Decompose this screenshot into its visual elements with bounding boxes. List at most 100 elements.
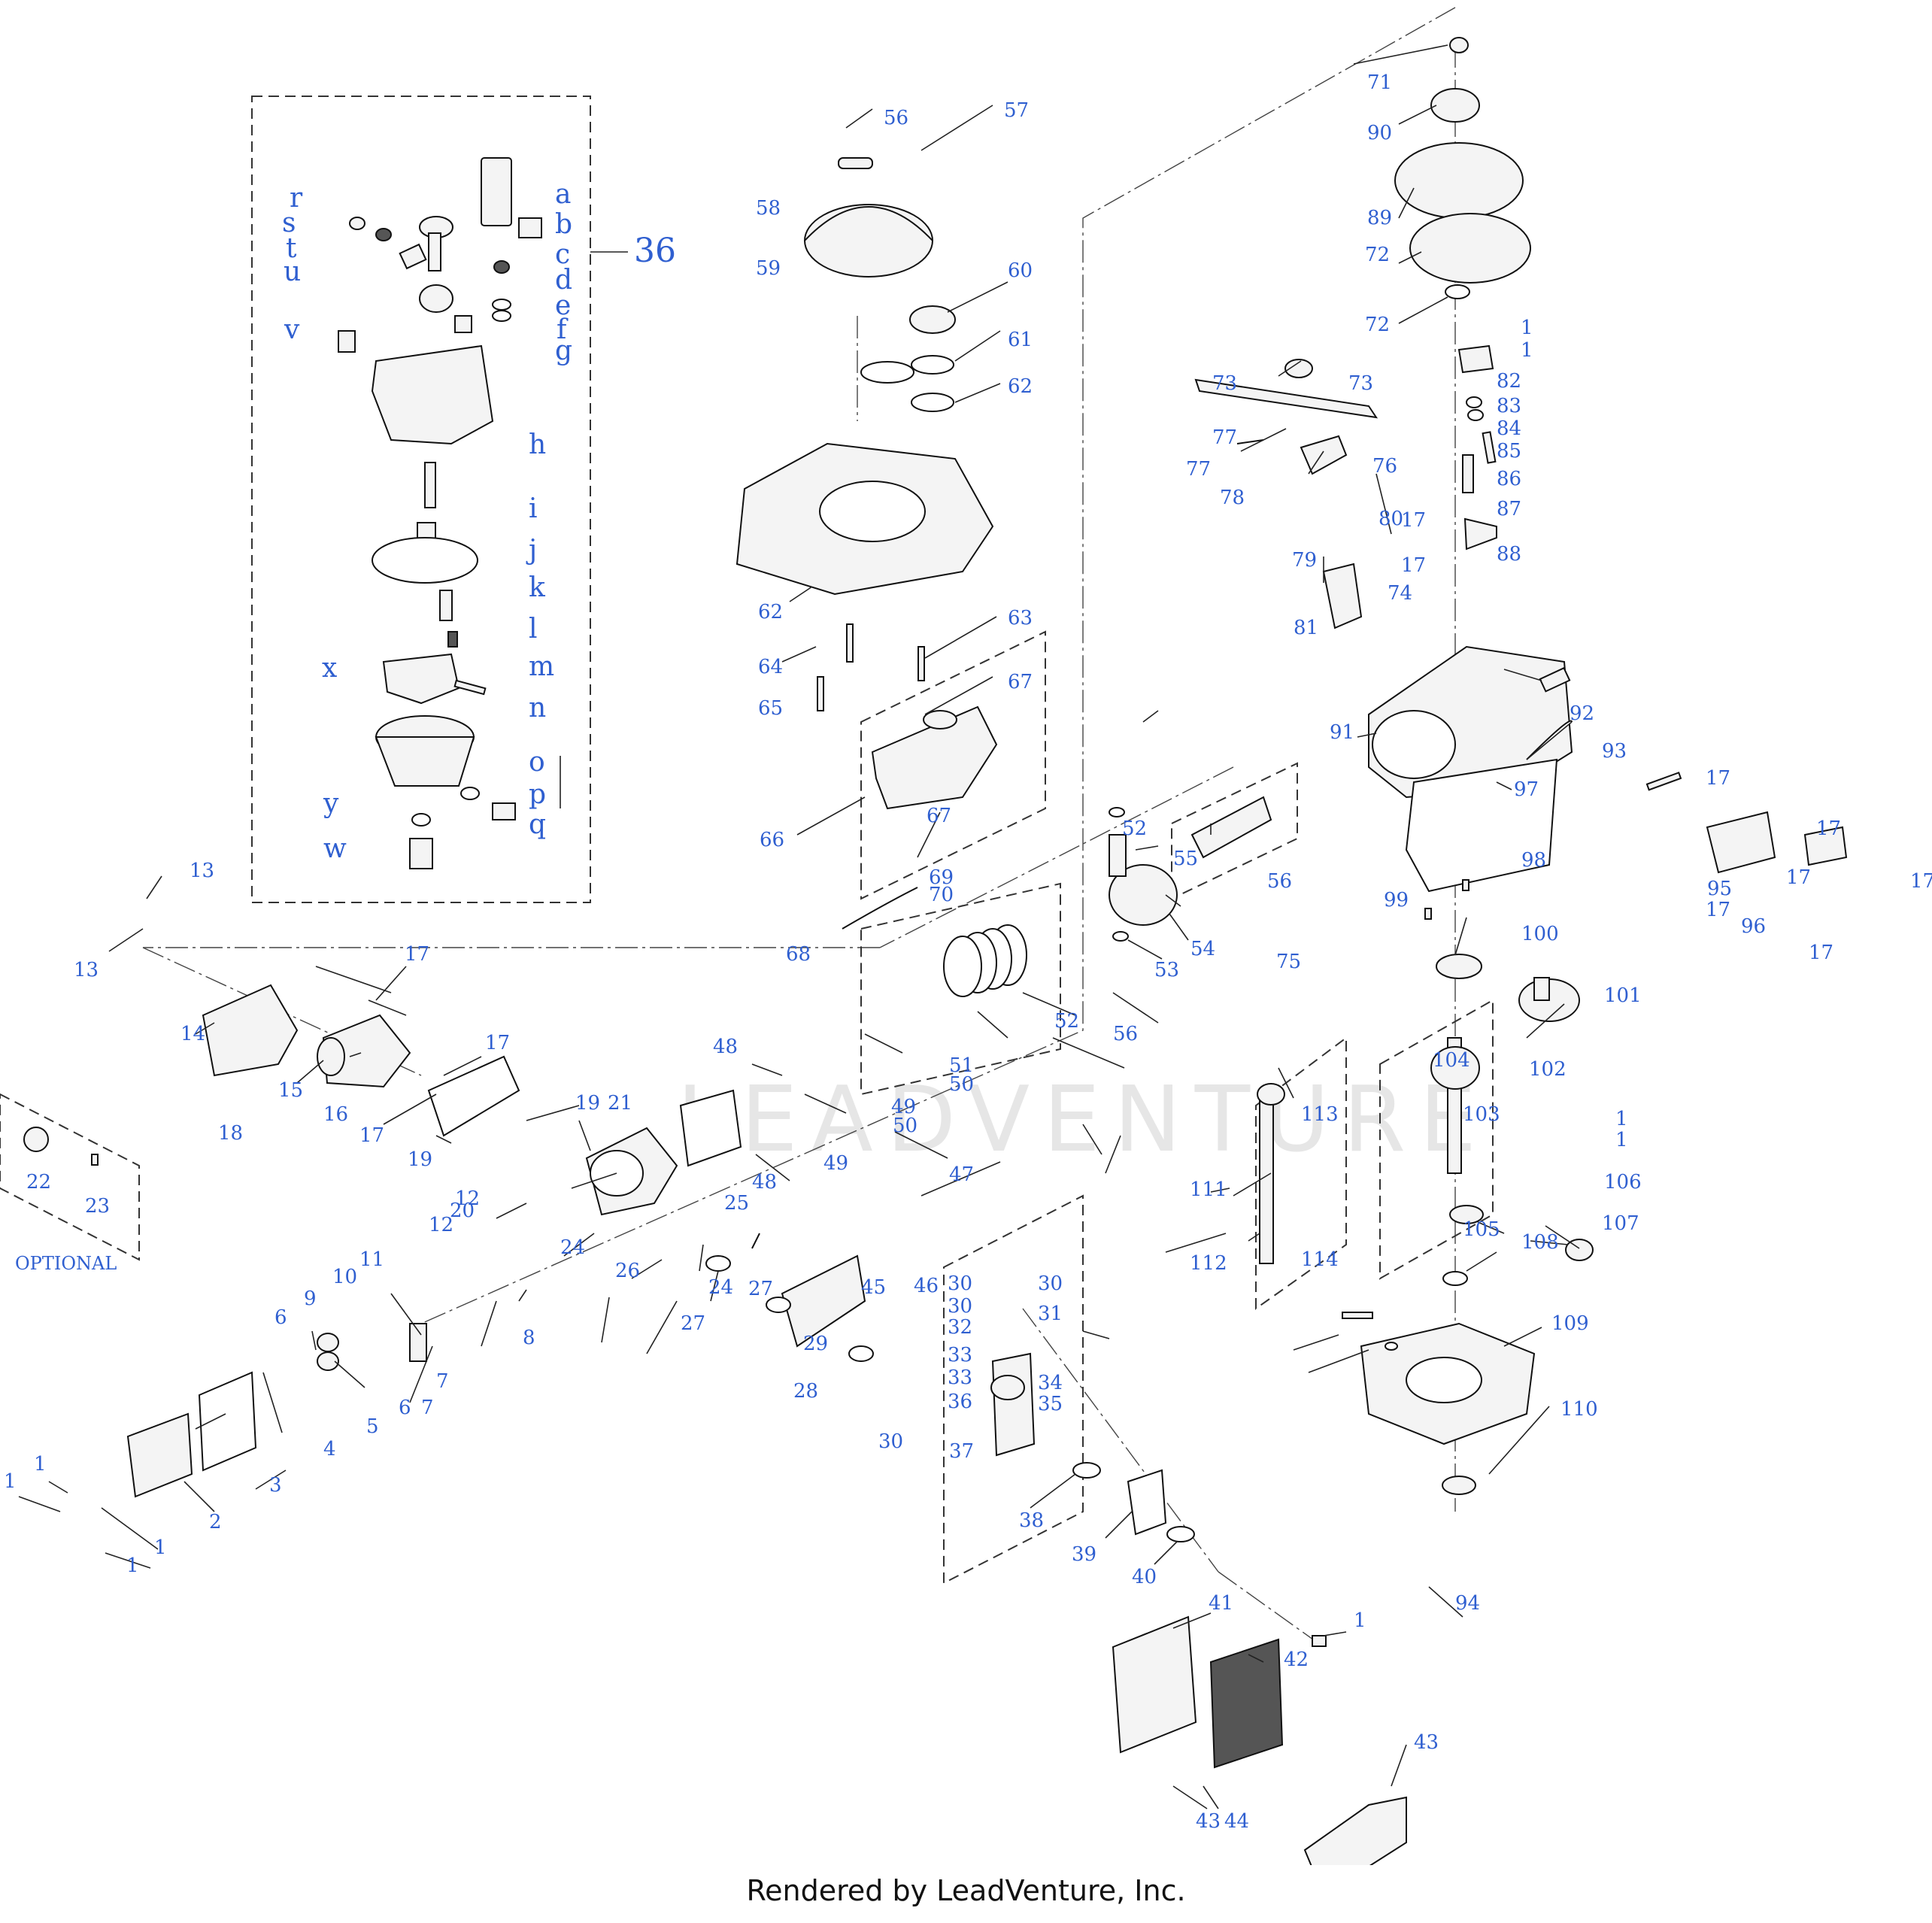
callout-label: 67 xyxy=(1008,671,1033,693)
callout-label: 88 xyxy=(1497,543,1521,566)
callout-label: 17 xyxy=(1816,817,1841,840)
callout-label: 9 xyxy=(304,1288,317,1310)
callout-label: 17 xyxy=(1809,942,1833,964)
letter-l: l xyxy=(529,614,538,645)
callout-label: 101 xyxy=(1604,984,1642,1007)
callout-label: 113 xyxy=(1301,1103,1339,1126)
letter-i: i xyxy=(529,493,538,524)
callout-label: 65 xyxy=(758,697,783,720)
callout-label: 77 xyxy=(1186,458,1211,481)
callout-label: 17 xyxy=(1786,866,1811,889)
callout-label: 51 xyxy=(949,1054,974,1077)
crankcase-block xyxy=(1368,645,1848,979)
callout-label: 60 xyxy=(1008,259,1033,282)
exploded-parts-diagram: LEADVENTURE xyxy=(0,7,1932,1865)
callout-label: 112 xyxy=(1190,1252,1227,1275)
callout-label: 69 xyxy=(929,866,954,889)
callout-label: 62 xyxy=(758,601,783,623)
letter-k: k xyxy=(529,572,546,603)
callout-label: 23 xyxy=(85,1195,110,1218)
callout-label: 64 xyxy=(758,656,783,678)
letter-p: p xyxy=(529,779,546,810)
callout-label: 53 xyxy=(1154,959,1179,981)
callout-label: 30 xyxy=(1038,1272,1063,1295)
callout-label: 78 xyxy=(1220,487,1245,509)
callout-label: 19 xyxy=(575,1092,600,1115)
callout-label: 103 xyxy=(1463,1103,1500,1126)
piston-and-rod xyxy=(943,796,1272,997)
callout-label: 111 xyxy=(1190,1178,1227,1201)
letter-x: x xyxy=(322,653,337,684)
callout-label: 17 xyxy=(1706,899,1730,921)
callout-label: 54 xyxy=(1190,938,1215,960)
callout-label: 85 xyxy=(1497,440,1521,463)
callout-label: 1 xyxy=(154,1536,167,1559)
letter-j: j xyxy=(526,535,537,566)
callout-label: 6 xyxy=(274,1306,287,1329)
callout-label: 110 xyxy=(1560,1398,1598,1421)
callout-label: 34 xyxy=(1038,1372,1063,1394)
letter-b: b xyxy=(555,209,572,240)
callout-label: 95 xyxy=(1707,878,1732,900)
letter-w: w xyxy=(323,833,347,864)
callout-label: 30 xyxy=(948,1295,972,1318)
callout-label: 55 xyxy=(1173,848,1198,870)
callout-label: 12 xyxy=(455,1187,480,1210)
letter-o: o xyxy=(529,747,545,778)
callout-label: 17 xyxy=(1706,767,1730,790)
callout-label: 1 xyxy=(34,1453,47,1476)
letter-u: u xyxy=(284,256,301,287)
callout-label: 102 xyxy=(1529,1058,1567,1081)
callout-label: 1 xyxy=(1521,317,1533,339)
callout-label: 22 xyxy=(26,1171,51,1194)
callout-label: 7 xyxy=(421,1397,434,1419)
callout-label: 43 xyxy=(1414,1731,1439,1754)
callout-label: 66 xyxy=(760,829,784,851)
callout-label: 59 xyxy=(756,257,781,280)
subassembly-36-labels: 36 a b c d e f g h i j k l m n o p q r s… xyxy=(282,179,676,864)
callout-label: 99 xyxy=(1384,889,1409,911)
callout-label: 7 xyxy=(436,1370,449,1393)
callout-label: 12 xyxy=(429,1214,453,1236)
callout-label: 27 xyxy=(748,1278,773,1300)
callout-label: 70 xyxy=(929,884,954,906)
callout-label: 97 xyxy=(1514,778,1539,801)
callout-label: 89 xyxy=(1367,207,1392,229)
callout-label: 79 xyxy=(1292,549,1317,572)
callout-label: 11 xyxy=(359,1248,384,1271)
callout-label: 1 xyxy=(1354,1609,1366,1632)
callout-label: 19 xyxy=(408,1148,432,1171)
callout-label: 1 xyxy=(126,1554,139,1577)
callout-label: 46 xyxy=(914,1275,939,1297)
callout-label: 56 xyxy=(1113,1023,1138,1045)
callout-label: 29 xyxy=(803,1333,828,1355)
callout-label: 20 xyxy=(450,1200,475,1222)
callout-label: 57 xyxy=(1004,99,1029,122)
starter-and-shroud xyxy=(735,157,994,711)
footer-credit: Rendered by LeadVenture, Inc. xyxy=(746,1874,1186,1907)
flywheel-stack xyxy=(1394,37,1531,551)
callout-label: 17 xyxy=(1401,554,1426,577)
callout-label: 32 xyxy=(948,1316,972,1339)
callout-label: 114 xyxy=(1301,1248,1339,1271)
callout-label: 8 xyxy=(523,1327,535,1349)
callout-label: 17 xyxy=(485,1032,510,1054)
callout-label: 6 xyxy=(399,1397,411,1419)
letter-a: a xyxy=(555,179,571,210)
callout-label: 33 xyxy=(948,1344,972,1366)
callout-label: 73 xyxy=(1212,372,1237,395)
callout-label: 52 xyxy=(1054,1010,1079,1033)
callout-label: 49 xyxy=(823,1152,848,1175)
carburetor-subassembly xyxy=(338,157,542,869)
optional-label: OPTIONAL xyxy=(15,1253,117,1274)
callout-label: 106 xyxy=(1604,1171,1642,1194)
callout-label: 3 xyxy=(269,1474,282,1497)
letter-t: t xyxy=(286,233,297,264)
callout-label: 25 xyxy=(724,1192,749,1215)
callout-label: 63 xyxy=(1008,607,1033,629)
callout-label: 62 xyxy=(1008,375,1033,398)
callout-label: 10 xyxy=(332,1266,357,1288)
letter-s: s xyxy=(282,208,296,238)
callout-label: 1 xyxy=(4,1470,17,1493)
callout-label: 16 xyxy=(323,1103,348,1126)
